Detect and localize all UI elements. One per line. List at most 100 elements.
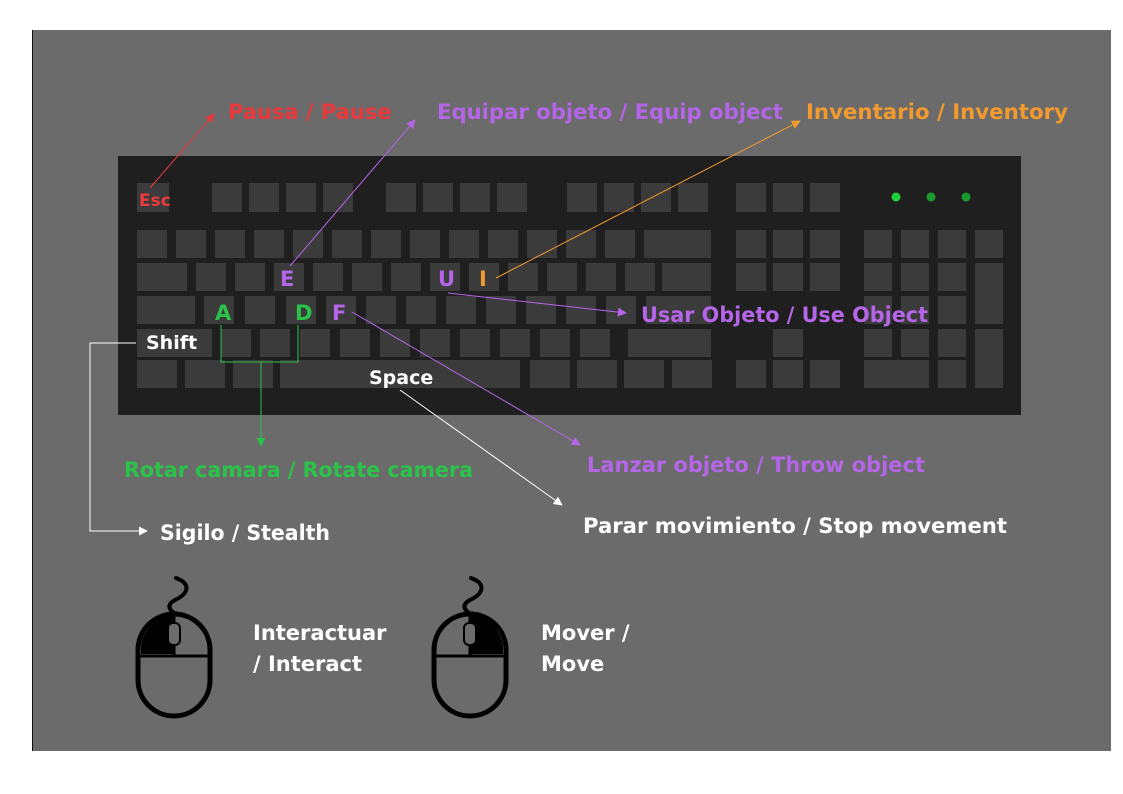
keycap — [249, 183, 279, 212]
keycap — [460, 183, 490, 212]
label-use-object: Usar Objeto / Use Object — [641, 303, 928, 327]
keyboard-keys — [137, 183, 1003, 388]
keycap — [340, 329, 370, 357]
label-inventory: Inventario / Inventory — [806, 100, 1068, 124]
keycap — [901, 296, 929, 324]
keycap — [185, 360, 225, 388]
keycap — [567, 183, 597, 212]
keycap — [286, 296, 316, 324]
keycap — [274, 263, 304, 291]
mouse-left-label-line1: Interactuar — [253, 621, 387, 645]
keycap — [352, 263, 382, 291]
keycap — [566, 296, 596, 324]
keycap — [449, 230, 479, 258]
keycap — [326, 296, 356, 324]
keycap — [628, 329, 711, 357]
keycap — [300, 329, 330, 357]
keycap — [678, 183, 708, 212]
label-equip-object: Equipar objeto / Equip object — [437, 100, 783, 124]
keycap — [254, 230, 284, 258]
keycap — [410, 230, 440, 258]
key-shift: Shift — [146, 332, 197, 354]
keycap — [641, 183, 671, 212]
key-labels: Esc E U I A D F Shift Space — [139, 191, 487, 389]
keycap — [864, 263, 892, 291]
keycap — [446, 296, 476, 324]
keycap — [204, 296, 234, 324]
keycap — [938, 296, 966, 324]
keycap — [497, 183, 527, 212]
keycap — [577, 360, 617, 388]
keycap — [212, 183, 242, 212]
keycap — [606, 296, 636, 324]
led-num-lock — [891, 192, 901, 202]
keycap — [332, 230, 362, 258]
keycap — [286, 183, 316, 212]
keycap — [313, 263, 343, 291]
key-a: A — [215, 301, 232, 325]
keycap — [672, 360, 712, 388]
keycap — [975, 263, 1003, 324]
keycap — [366, 296, 396, 324]
keycap — [938, 263, 966, 291]
keycap — [233, 360, 273, 388]
mouse-left-label-line2: / Interact — [253, 652, 362, 676]
keycap — [137, 183, 169, 212]
keycap — [235, 263, 265, 291]
keycap — [500, 329, 530, 357]
keycap — [938, 329, 966, 357]
mouse-left-click: Interactuar / Interact — [135, 576, 387, 719]
label-pause: Pausa / Pause — [228, 100, 392, 124]
keycap — [196, 263, 226, 291]
key-space: Space — [369, 367, 433, 389]
keycap — [371, 230, 401, 258]
keycap — [245, 296, 275, 324]
mouse-right-click: Mover / Move — [431, 576, 630, 719]
arrow-i-to-inventory — [495, 120, 801, 279]
keycap — [773, 263, 803, 291]
keycap — [540, 329, 570, 357]
keycap — [530, 360, 570, 388]
keycap — [215, 230, 245, 258]
keycap — [469, 263, 499, 291]
keycap — [527, 230, 557, 258]
keycap — [176, 230, 206, 258]
action-labels: Pausa / Pause Equipar objeto / Equip obj… — [124, 100, 1068, 545]
keycap — [736, 263, 766, 291]
connectors — [89, 113, 801, 536]
keycap — [938, 230, 966, 258]
keycap — [646, 296, 711, 324]
keycap — [430, 263, 460, 291]
label-stealth: Sigilo / Stealth — [160, 521, 330, 545]
keycap — [810, 360, 840, 388]
key-d: D — [295, 301, 312, 325]
keycap — [221, 329, 251, 357]
keycap — [423, 183, 453, 212]
keycap — [137, 230, 167, 258]
key-e: E — [280, 267, 294, 291]
label-rotate-camera: Rotar camara / Rotate camera — [124, 458, 473, 482]
key-u: U — [438, 267, 455, 291]
arrow-shift-to-stealth — [89, 342, 148, 536]
led-caps-lock — [926, 192, 936, 202]
keycap — [625, 263, 655, 291]
arrow-esc-to-pause — [149, 113, 215, 189]
keycap — [604, 183, 634, 212]
mouse-right-label-line1: Mover / — [541, 621, 630, 645]
keycap — [508, 263, 538, 291]
keycap — [137, 296, 195, 324]
keycap — [420, 329, 450, 357]
key-i: I — [479, 267, 487, 291]
key-esc: Esc — [139, 191, 171, 211]
mouse-right-label-line2: Move — [541, 652, 604, 676]
keycap — [975, 329, 1003, 388]
keycap — [901, 329, 929, 357]
arrow-f-to-throw — [351, 311, 581, 446]
keycap — [773, 329, 803, 357]
keycap — [293, 230, 323, 258]
keycap — [736, 360, 766, 388]
keycap — [938, 360, 966, 388]
keycap — [406, 296, 436, 324]
keycap — [280, 360, 520, 388]
